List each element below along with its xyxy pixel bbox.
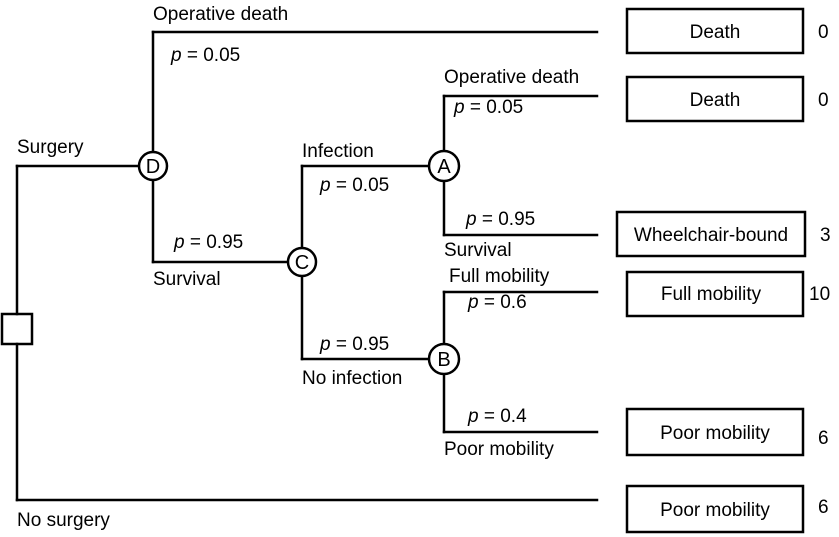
probability-label: p = 0.05 [453,97,523,118]
outcome-box-wheelchair-bound: Wheelchair-bound [615,210,807,258]
outcome-box-death: Death [625,75,805,123]
utility-value: 10 [809,284,830,305]
probability-label: p = 0.05 [170,45,240,66]
node-label: C [295,252,309,274]
branch-label: Infection [302,141,374,162]
outcome-box-death: Death [625,7,805,55]
outcome-label: Poor mobility [660,500,770,521]
probability-label: p = 0.95 [465,209,535,230]
chance-node-d: D [137,150,169,182]
outcome-label: Poor mobility [660,423,770,444]
utility-value: 6 [818,428,829,449]
outcome-box-poor-mobility: Poor mobility [625,484,805,534]
branch-label: Full mobility [449,266,550,287]
outcome-label: Wheelchair-bound [634,225,788,246]
probability-label: p = 0.95 [319,334,389,355]
branch-label: Operative death [153,4,288,25]
branch-label: Poor mobility [444,439,554,460]
probability-label: p = 0.05 [319,175,389,196]
outcome-label: Full mobility [661,284,762,305]
node-label: A [437,156,451,178]
branch-label: No infection [302,368,402,389]
utility-value: 3 [820,225,831,246]
branch-label: Operative death [444,67,579,88]
node-label: D [146,156,160,178]
chance-node-b: B [427,342,461,376]
utility-value: 6 [818,497,829,518]
outcome-box-poor-mobility: Poor mobility [625,407,805,457]
utility-value: 0 [818,22,829,43]
chance-node-a: A [427,149,461,183]
chance-node-c: C [286,246,318,278]
outcome-box-full-mobility: Full mobility [625,270,805,318]
decision-node-square [0,312,34,346]
probability-label: p = 0.6 [467,292,527,313]
branch-label: Survival [444,240,512,261]
outcome-label: Death [690,22,741,43]
probability-label: p = 0.4 [467,406,527,427]
no-surgery-label: No surgery [17,510,110,531]
node-label: B [437,349,450,371]
outcome-label: Death [690,90,741,111]
utility-value: 0 [818,90,829,111]
branch-label: Survival [153,269,221,290]
probability-label: p = 0.95 [173,232,243,253]
surgery-label: Surgery [17,137,84,158]
